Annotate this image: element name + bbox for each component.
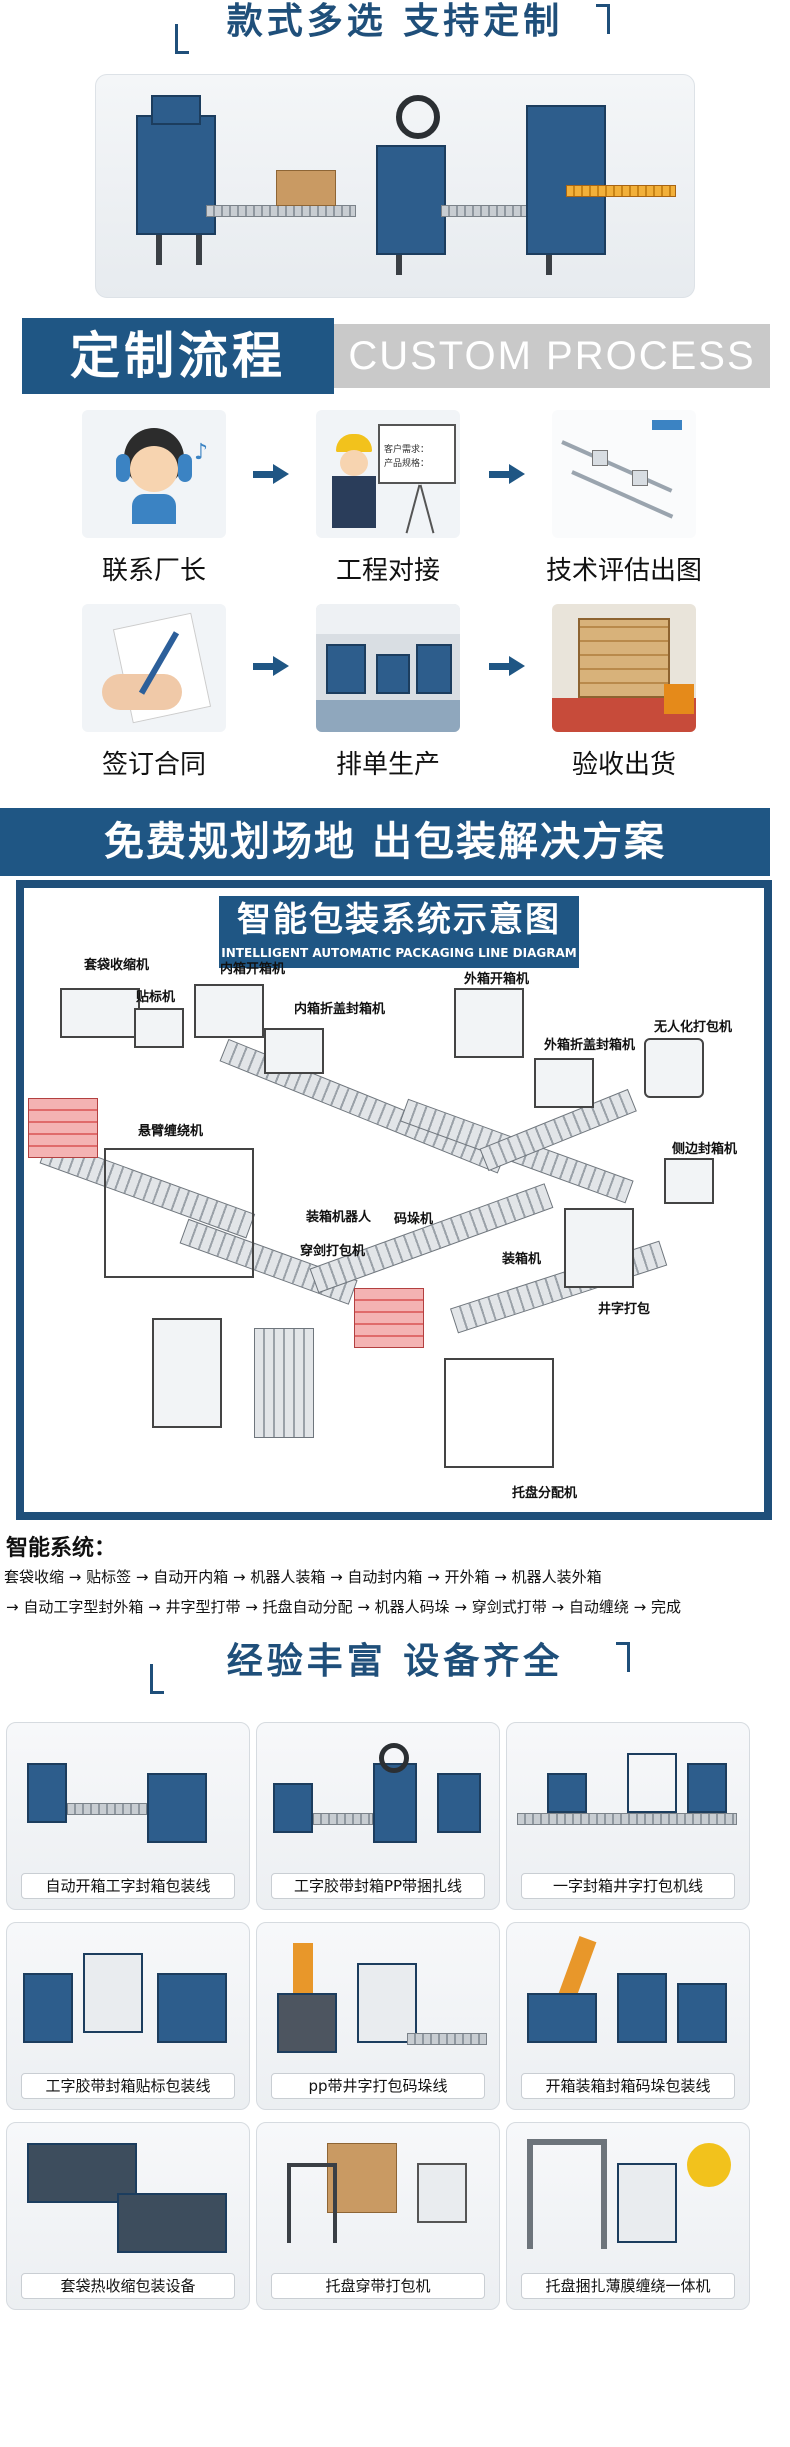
labeling-machine	[134, 1008, 184, 1048]
diagram-label: 悬臂缠绕机	[138, 1124, 204, 1139]
arrow-right-icon	[489, 656, 525, 676]
step-label: 技术评估出图	[545, 556, 702, 586]
product-name: 套袋热收缩包装设备	[21, 2273, 235, 2299]
diagram-label: 码垛机	[394, 1212, 434, 1227]
diagram-label: 外箱开箱机	[464, 972, 530, 987]
step-contact-factory: ♪ 联系厂长	[64, 410, 244, 587]
header-title-block: 款式多选 支持定制	[0, 0, 790, 60]
diagram-label: 外箱折盖封箱机	[544, 1038, 636, 1053]
custom-process-cn: 定制流程	[22, 318, 334, 394]
product-card[interactable]: 开箱装箱封箱码垛包装线	[506, 1922, 750, 2110]
bagging-shrink-machine	[60, 988, 140, 1038]
system-title: 智能系统：	[6, 1536, 117, 1561]
inner-carton-sealer	[264, 1028, 324, 1074]
diagram-label: 装箱机器人	[306, 1210, 372, 1225]
experience-title: 经验丰富 设备齐全	[226, 1641, 564, 1682]
unmanned-strapping-machine	[644, 1038, 704, 1098]
pallet-load	[28, 1098, 98, 1158]
step-sign-contract: 签订合同	[64, 604, 244, 781]
diagram-title-cn: 智能包装系统示意图	[237, 900, 561, 940]
pallet-dispenser	[444, 1358, 554, 1468]
product-card[interactable]: pp带井字打包码垛线	[256, 1922, 500, 2110]
arrow-right-icon	[489, 464, 525, 484]
product-card[interactable]: 一字封箱井字打包机线	[506, 1722, 750, 1910]
diagram-label: 穿剑打包机	[300, 1244, 366, 1259]
hero-machine-image	[95, 74, 695, 298]
headset-support-icon: ♪	[82, 410, 226, 538]
product-name: 工字胶带封箱贴标包装线	[21, 2073, 235, 2099]
diagram-label: 贴标机	[136, 990, 176, 1005]
bracket-right-icon	[596, 4, 610, 34]
step-label: 签订合同	[101, 750, 206, 780]
layout-drawing-icon	[552, 410, 696, 538]
signing-contract-icon	[82, 604, 226, 732]
packaging-line-diagram: 智能包装系统示意图 INTELLIGENT AUTOMATIC PACKAGIN…	[16, 880, 772, 1520]
step-engineering: 客户需求： 产品规格： 工程对接	[298, 410, 478, 587]
diagram-title-en: INTELLIGENT AUTOMATIC PACKAGING LINE DIA…	[221, 946, 577, 960]
conveyor	[309, 1183, 554, 1294]
diagram-label: 无人化打包机	[654, 1020, 733, 1035]
product-name: 开箱装箱封箱码垛包装线	[521, 2073, 735, 2099]
product-card[interactable]: 托盘穿带打包机	[256, 2122, 500, 2310]
product-card[interactable]: 工字胶带封箱贴标包装线	[6, 1922, 250, 2110]
product-name: 托盘穿带打包机	[271, 2273, 485, 2299]
arch-strapping-machine	[152, 1318, 222, 1428]
pallet-load	[354, 1288, 424, 1348]
product-name: 自动开箱工字封箱包装线	[21, 1873, 235, 1899]
step-label: 工程对接	[335, 556, 440, 586]
side-sealer	[664, 1158, 714, 1204]
system-flow-line: 套袋收缩 → 贴标签 → 自动开内箱 → 机器人装箱 → 自动封内箱 → 开外箱…	[4, 1568, 602, 1586]
step-production: 排单生产	[298, 604, 478, 781]
diagram-label: 套袋收缩机	[84, 958, 150, 973]
free-planning-banner: 免费规划场地 出包装解决方案	[0, 808, 770, 876]
crate-shipping-icon	[552, 604, 696, 732]
diagram-label: 内箱开箱机	[220, 962, 286, 977]
diagram-title-block: 智能包装系统示意图 INTELLIGENT AUTOMATIC PACKAGIN…	[219, 896, 579, 968]
outer-carton-erector	[454, 988, 524, 1058]
diagram-label: 托盘分配机	[512, 1486, 578, 1501]
diagram-label: 井字打包	[598, 1302, 651, 1317]
cross-strapping-machine	[564, 1208, 634, 1288]
engineer-board-icon: 客户需求： 产品规格：	[316, 410, 460, 538]
board-line: 产品规格：	[384, 459, 430, 469]
custom-process-en: CUSTOM PROCESS	[334, 324, 770, 388]
conveyor	[219, 1038, 507, 1174]
arrow-right-icon	[253, 464, 289, 484]
page-title: 款式多选 支持定制	[226, 1, 564, 42]
step-label: 联系厂长	[101, 556, 206, 586]
step-label: 验收出货	[571, 750, 676, 780]
diagram-label: 装箱机	[502, 1252, 542, 1267]
product-card[interactable]: 工字胶带封箱PP带捆扎线	[256, 1722, 500, 1910]
conveyor	[254, 1328, 314, 1438]
experience-title-block: 经验丰富 设备齐全	[0, 1634, 790, 1700]
product-card[interactable]: 自动开箱工字封箱包装线	[6, 1722, 250, 1910]
arrow-right-icon	[253, 656, 289, 676]
product-card[interactable]: 套袋热收缩包装设备	[6, 2122, 250, 2310]
product-name: pp带井字打包码垛线	[271, 2073, 485, 2099]
factory-floor-icon	[316, 604, 460, 732]
diagram-label: 内箱折盖封箱机	[294, 1002, 386, 1017]
step-delivery: 验收出货	[534, 604, 714, 781]
bracket-left-icon	[150, 1664, 164, 1694]
inner-carton-erector	[194, 984, 264, 1038]
outer-carton-sealer	[534, 1058, 594, 1108]
system-flow-line: → 自动工字型封外箱 → 井字型打带 → 托盘自动分配 → 机器人码垛 → 穿剑…	[6, 1598, 681, 1616]
bracket-right-icon	[616, 1642, 630, 1672]
diagram-label: 侧边封箱机	[672, 1142, 738, 1157]
product-name: 工字胶带封箱PP带捆扎线	[271, 1873, 485, 1899]
board-line: 客户需求：	[384, 445, 430, 455]
step-tech-evaluation: 技术评估出图	[534, 410, 714, 587]
step-label: 排单生产	[335, 750, 440, 780]
product-name: 一字封箱井字打包机线	[521, 1873, 735, 1899]
bracket-left-icon	[175, 24, 189, 54]
product-card[interactable]: 托盘捆扎薄膜缠绕一体机	[506, 2122, 750, 2310]
cantilever-wrapper	[104, 1148, 254, 1278]
conveyor	[449, 1240, 668, 1334]
custom-process-banner: 定制流程 CUSTOM PROCESS	[22, 318, 770, 394]
product-name: 托盘捆扎薄膜缠绕一体机	[521, 2273, 735, 2299]
